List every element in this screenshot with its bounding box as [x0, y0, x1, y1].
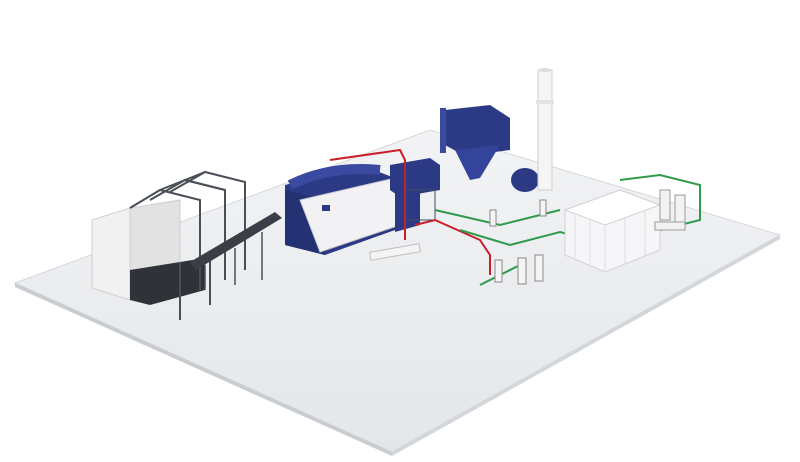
floor-edge: [15, 283, 392, 456]
logo: [322, 205, 330, 211]
water-tank: [563, 189, 662, 273]
floor-edge-right: [392, 235, 780, 456]
steam-pipes: [329, 148, 491, 275]
steam-header: [369, 243, 421, 261]
induced-draft-fan: [511, 168, 539, 192]
pumps: [489, 199, 547, 285]
chimney: [536, 68, 554, 191]
fuel-storage-shed: [91, 170, 246, 320]
water-softener: [654, 189, 686, 231]
conveyor: [190, 212, 282, 290]
bag-filter: [440, 105, 510, 180]
